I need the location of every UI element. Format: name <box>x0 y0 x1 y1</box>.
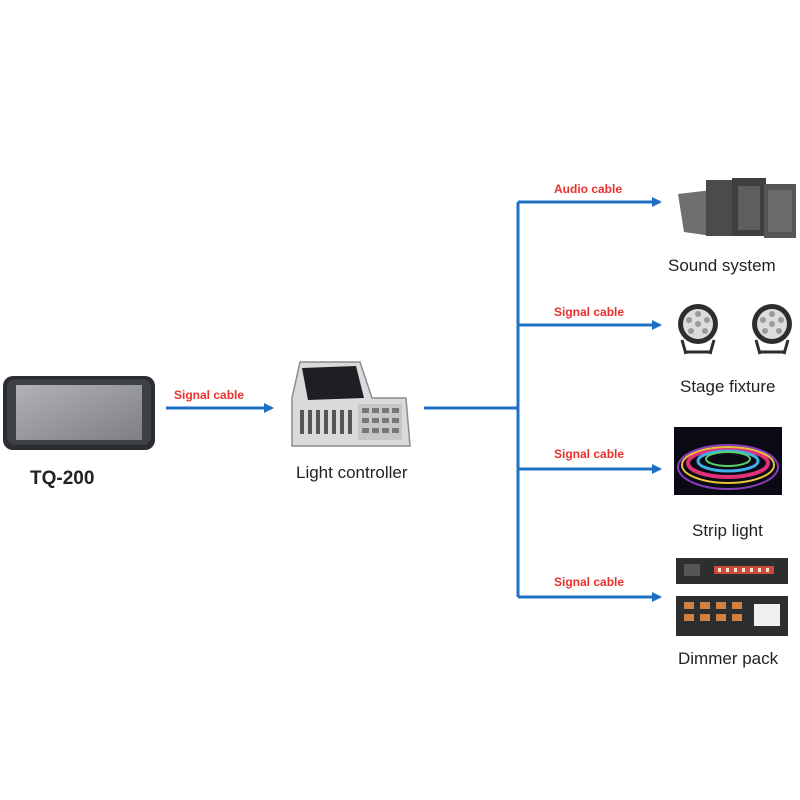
par-light-icon <box>678 304 792 355</box>
speaker-stack-icon <box>678 178 796 238</box>
tablet-panel-icon <box>3 376 155 450</box>
cable-label-signal-3: Signal cable <box>554 447 625 461</box>
cable-label-signal-4: Signal cable <box>554 575 625 589</box>
tq200-label: TQ-200 <box>30 468 95 489</box>
cable-label-signal: Signal cable <box>174 388 245 402</box>
target-label-sound-system: Sound system <box>668 256 776 275</box>
target-label-strip-light: Strip light <box>692 521 763 540</box>
light-controller-label: Light controller <box>296 463 408 482</box>
cable-label-signal-2: Signal cable <box>554 305 625 319</box>
dimmer-rack-icon <box>676 558 788 636</box>
target-label-dimmer-pack: Dimmer pack <box>678 649 779 668</box>
target-label-stage-fixture: Stage fixture <box>680 377 776 396</box>
led-strip-icon <box>674 427 782 495</box>
lighting-console-icon <box>291 361 411 447</box>
cable-label-audio: Audio cable <box>554 182 623 196</box>
